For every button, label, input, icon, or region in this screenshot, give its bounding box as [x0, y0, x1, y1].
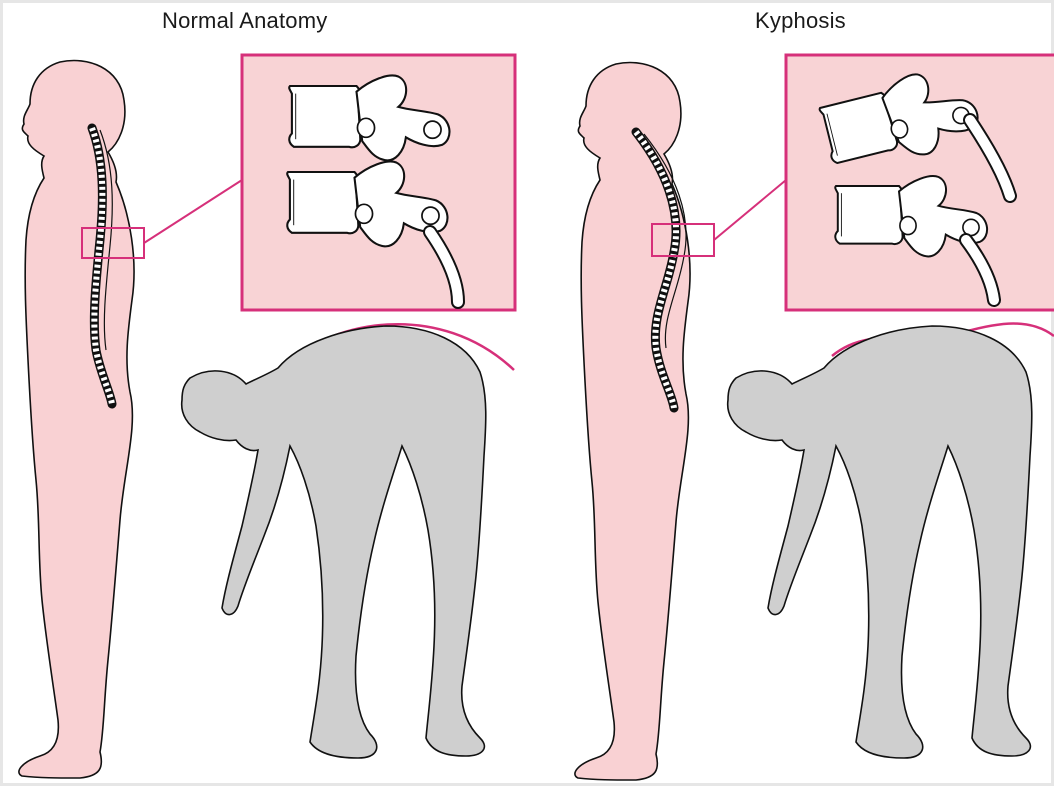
callout-line-kyphosis	[714, 180, 786, 240]
callout-line-normal	[144, 180, 242, 243]
standing-figure-normal	[19, 61, 134, 778]
standing-figure-kyphosis	[575, 63, 690, 780]
bending-figure-kyphosis	[728, 326, 1032, 758]
bending-figure-normal	[182, 326, 486, 758]
